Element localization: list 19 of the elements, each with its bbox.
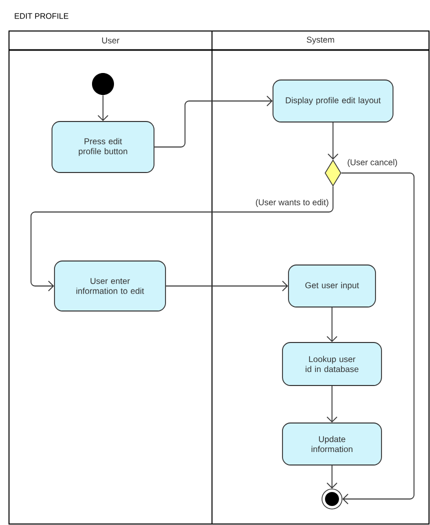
arrow [154,96,273,148]
activity-box: User enter information to edit [54,260,166,312]
activity-box: Update information [282,422,382,466]
arrow [98,94,108,122]
arrow [326,386,338,423]
initial-node [92,73,114,95]
activity-box: Press edit profile button [52,121,154,173]
arrow [326,307,338,342]
arrow [340,172,414,504]
activity-box: Lookup user id in database [282,342,382,386]
arrow [326,465,338,489]
arrow [30,186,334,292]
activity-box: Get user input [288,264,376,308]
edge-label: (User wants to edit) [254,198,330,208]
activity-box: Display profile edit layout [272,80,394,122]
arrow [328,122,338,160]
arrow [166,280,288,292]
edge-label: (User cancel) [346,158,399,168]
final-node [322,488,342,510]
